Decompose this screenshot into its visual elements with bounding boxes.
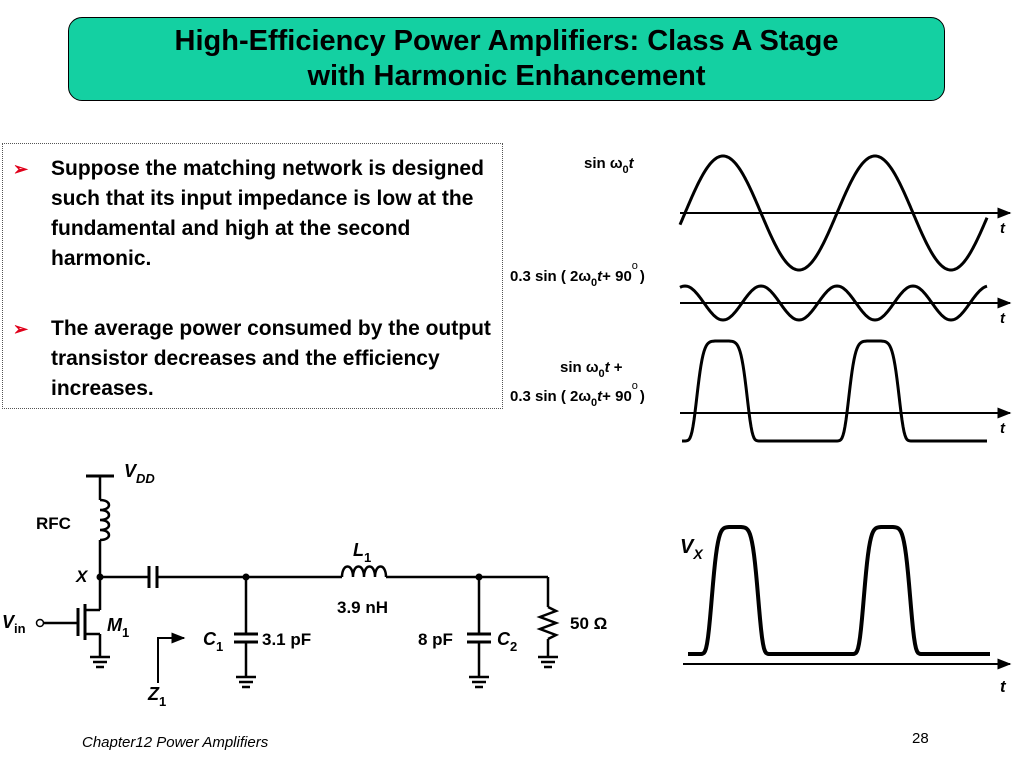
c2-value: 8 pF (418, 630, 453, 649)
c1-ground-icon (236, 675, 256, 689)
z1-label: Z1 (147, 684, 166, 709)
c1-value: 3.1 pF (262, 630, 311, 649)
z1-arrow (157, 632, 186, 683)
rfc-inductor (99, 498, 111, 542)
c2-label: C2 (497, 629, 517, 654)
vdd-label: VDD (124, 461, 155, 486)
vin-label: Vin (2, 612, 26, 636)
c1-label: C1 (203, 629, 223, 654)
m1-ground-icon (90, 655, 110, 669)
vin-terminal (35, 618, 45, 628)
vx-label: VX (680, 536, 704, 562)
page-number: 28 (912, 730, 929, 747)
wave3-label-line2: 0.3 sin ( 2ω0t+ 90o) (510, 380, 645, 409)
bullet-item-2: ➢ The average power consumed by the outp… (13, 314, 499, 404)
l1-value: 3.9 nH (337, 598, 388, 617)
wave2-label: 0.3 sin ( 2ω0t+ 90o) (510, 260, 645, 289)
wave1-curve (678, 154, 989, 272)
bullet-arrow-icon: ➢ (13, 159, 29, 179)
l1-label: L1 (353, 540, 371, 565)
rfc-label: RFC (36, 514, 71, 533)
load-ground-icon (538, 655, 558, 669)
wave3-curve (682, 339, 987, 443)
bullet-text-box: ➢ Suppose the matching network is design… (2, 143, 503, 409)
wave3-label-line1: sin ω0t + (560, 359, 623, 380)
wave1-label: sin ω0t (584, 155, 635, 176)
wave2-axis-t: t (1000, 310, 1006, 327)
vx-axis-t: t (1000, 677, 1007, 696)
bullet-arrow-icon: ➢ (13, 319, 29, 339)
title-box: High-Efficiency Power Amplifiers: Class … (68, 17, 945, 101)
bullet-text-1: Suppose the matching network is designed… (51, 157, 484, 270)
wave2-curve (679, 284, 988, 322)
footer-chapter: Chapter12 Power Amplifiers (82, 734, 269, 751)
load-value: 50 Ω (570, 614, 607, 633)
m1-label: M1 (107, 615, 129, 640)
node-x-label: X (75, 567, 89, 586)
l1-inductor (340, 565, 388, 578)
c2-ground-icon (469, 675, 489, 689)
vx-curve (688, 525, 990, 656)
title-line-1: High-Efficiency Power Amplifiers: Class … (174, 25, 839, 57)
bullet-item-1: ➢ Suppose the matching network is design… (13, 154, 499, 274)
bullet-text-2: The average power consumed by the output… (51, 317, 491, 400)
wave3-axis-t: t (1000, 420, 1006, 437)
title-line-2: with Harmonic Enhancement (307, 60, 706, 92)
wave1-axis-t: t (1000, 220, 1006, 237)
load-resistor (536, 605, 560, 641)
